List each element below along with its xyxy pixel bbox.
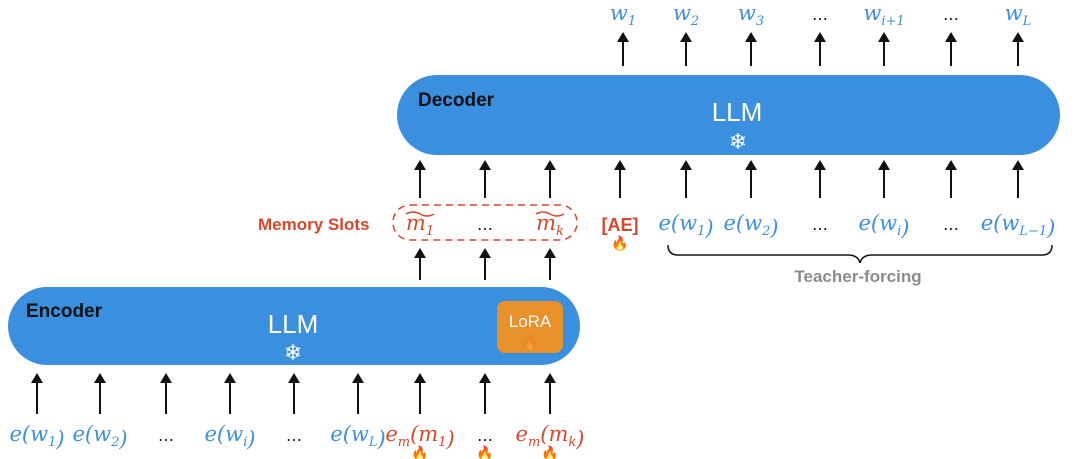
encoder-memory-input-token: em(mk)	[516, 422, 585, 451]
encoder-input-token: e(wi)	[205, 422, 256, 451]
up-arrow	[479, 160, 491, 198]
up-arrow	[1012, 160, 1024, 198]
teacher-forcing-token: …	[943, 215, 959, 234]
fire-icon: 🔥	[521, 334, 538, 351]
up-arrow	[288, 373, 300, 414]
teacher-forcing-token: e(wL−1)	[981, 211, 1056, 240]
encoder-input-token: e(wL)	[330, 422, 385, 451]
teacher-forcing-token: …	[812, 215, 828, 234]
encoder-input-token: …	[286, 426, 302, 445]
decoder-output-token: …	[812, 5, 828, 24]
up-arrow	[544, 373, 556, 414]
up-arrow	[544, 160, 556, 198]
teacher-forcing-token: e(wi)	[859, 211, 910, 240]
decoder-llm-label: LLM	[712, 97, 763, 127]
encoder-input-token: e(w1)	[9, 422, 64, 451]
up-arrow	[814, 32, 826, 66]
encoder-memory-input-token: em(m1)	[385, 422, 454, 451]
encoder-input-token: e(w2)	[72, 422, 127, 451]
decoder-output-token: w2	[673, 1, 699, 29]
decoder-output-token: w1	[610, 1, 636, 29]
teacher-forcing-label: Teacher-forcing	[794, 267, 921, 286]
up-arrow	[94, 373, 106, 414]
up-arrow	[680, 160, 692, 198]
up-arrow	[617, 32, 629, 66]
up-arrow	[1012, 32, 1024, 66]
up-arrow	[878, 160, 890, 198]
decoder-output-token: wi+1	[863, 1, 904, 29]
up-arrow	[544, 248, 556, 280]
memory-slots-label: Memory Slots	[258, 215, 369, 234]
decoder-title: Decoder	[418, 90, 495, 111]
up-arrow	[414, 160, 426, 198]
up-arrow	[224, 373, 236, 414]
fire-icon: 🔥	[541, 445, 558, 459]
decoder-output-token: w3	[738, 1, 764, 29]
tilde-accent	[405, 211, 435, 217]
teacher-forcing-token: e(w1)	[658, 211, 713, 240]
up-arrow	[414, 373, 426, 414]
decoder-block: Decoder LLM ❄	[397, 75, 1060, 155]
memory-slots-box	[392, 204, 578, 241]
up-arrow	[479, 373, 491, 414]
lora-adapter: LoRA 🔥	[497, 301, 563, 353]
up-arrow	[31, 373, 43, 414]
encoder-title: Encoder	[26, 301, 103, 322]
tilde-accent	[535, 211, 565, 217]
teacher-forcing-token: e(w2)	[723, 211, 778, 240]
encoder-inputs: e(w1)e(w2)…e(wi)…e(wL)em(m1)🔥…🔥em(mk)🔥	[9, 422, 584, 459]
up-arrow	[680, 32, 692, 66]
decoder-output-token: …	[943, 5, 959, 24]
memory-slot-token: …	[477, 215, 493, 234]
memory-slot-token: m1	[406, 211, 434, 239]
teacher-forcing-brace	[667, 244, 1053, 264]
up-arrow	[479, 248, 491, 280]
up-arrow	[160, 373, 172, 414]
teacher-forcing-tokens: e(w1) e(w2) … e(wi) … e(wL−1)	[658, 211, 1055, 240]
encoder-block: Encoder LLM ❄ LoRA 🔥	[8, 287, 580, 366]
memory-slot-token: mk	[536, 211, 564, 239]
up-arrow	[745, 32, 757, 66]
encoder-llm-label: LLM	[268, 309, 319, 339]
fire-icon: 🔥	[611, 235, 628, 252]
up-arrow	[414, 248, 426, 280]
decoder-outputs: w1 w2 w3 … wi+1 … wL	[610, 1, 1031, 29]
ae-token: [AE]	[602, 215, 639, 235]
snowflake-icon: ❄	[284, 341, 302, 366]
lora-label: LoRA	[509, 312, 552, 331]
up-arrow	[945, 32, 957, 66]
up-arrow	[878, 32, 890, 66]
arrows	[31, 32, 1024, 414]
encoder-input-token: …	[158, 426, 174, 445]
up-arrow	[745, 160, 757, 198]
up-arrow	[614, 160, 626, 198]
fire-icon: 🔥	[476, 445, 493, 459]
up-arrow	[945, 160, 957, 198]
fire-icon: 🔥	[411, 445, 428, 459]
encoder-memory-input-token: …	[477, 426, 493, 445]
up-arrow	[352, 373, 364, 414]
up-arrow	[814, 160, 826, 198]
decoder-output-token: wL	[1005, 1, 1032, 29]
memory-slots-group: Memory Slots m1 … mk [AE] 🔥	[258, 204, 639, 252]
snowflake-icon: ❄	[729, 130, 747, 155]
